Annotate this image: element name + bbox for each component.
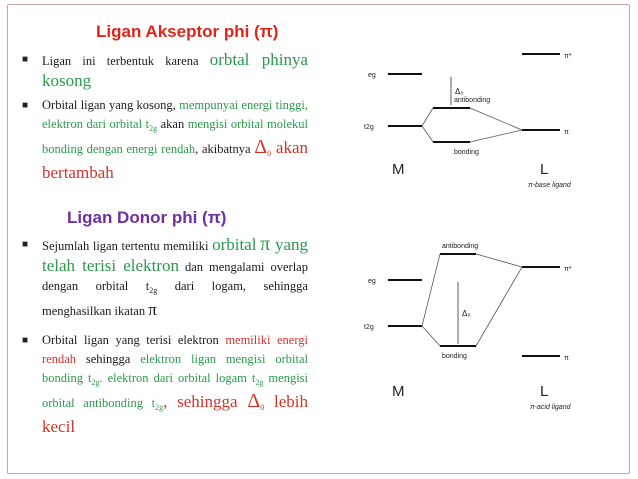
bullet-acceptor-2: ■ Orbital ligan yang kosong, mempunyai e… (22, 96, 308, 184)
text-run: , akibatnya (195, 142, 255, 156)
metal-label: M (392, 383, 405, 400)
correlation-line (469, 107, 523, 131)
correlation-line (421, 107, 434, 127)
bullet-text: Orbital ligan yang kosong, mempunyai ene… (42, 96, 308, 184)
mo-diagram-svg: Δ₀ eg t2g antibonding bonding π* π M L π… (364, 53, 572, 411)
caption-label: π-base ligand (528, 182, 572, 189)
text-run-green: orbtal phinya kosong (42, 50, 308, 90)
correlation-line (421, 325, 441, 347)
bullet-donor-2: ■ Orbital ligan yang terisi elektron mem… (22, 331, 308, 438)
mo-diagrams: Δ₀ eg t2g antibonding bonding π* π M L π… (330, 44, 612, 464)
bullet-text: Orbital ligan yang terisi elektron memil… (42, 331, 308, 438)
bullet-text: Ligan ini terbentuk karena orbtal phinya… (42, 50, 308, 92)
text-run-red: akan bertambah (42, 138, 309, 182)
pistar-label: π* (564, 53, 572, 60)
delta-label: Δ₀ (462, 309, 471, 318)
pi-symbol: π (148, 300, 157, 319)
title-acceptor: Ligan Akseptor phi (π) (96, 22, 279, 41)
subscript: 2g (155, 403, 164, 412)
bullet-text: Sejumlah ligan tertentu memiliki orbital… (42, 233, 309, 321)
metal-label: M (392, 161, 405, 178)
correlation-line (469, 129, 523, 143)
eg-label: eg (368, 72, 376, 79)
slide-frame (7, 4, 630, 474)
text-run: dari logam, sehingga menghasilkan ikatan (42, 279, 308, 318)
pi-symbol: π (260, 233, 271, 255)
diagram-pi-acid: Δ₀ eg t2g antibonding bonding π* π M L π… (364, 243, 572, 411)
delta-symbol: Δ (254, 136, 268, 158)
text-run-green: mempunyai energi tinggi, elektron dari o… (42, 98, 308, 131)
subscript: 0 (260, 403, 265, 412)
subscript: 2g (149, 124, 158, 133)
bullet-icon: ■ (22, 100, 29, 111)
text-run-red: , sehingga (163, 392, 248, 411)
subscript: 0 (267, 149, 272, 158)
bonding-label: bonding (454, 149, 479, 156)
delta-symbol: Δ (247, 390, 261, 412)
subscript: 2g (255, 378, 264, 387)
text-run: akan (157, 117, 188, 131)
antibonding-label: antibonding (454, 97, 490, 104)
bullet-icon: ■ (22, 335, 29, 346)
correlation-line (421, 125, 434, 143)
eg-label: eg (368, 278, 376, 285)
text-run-green: mengisi orbital molekul bonding dengan e… (42, 117, 308, 156)
correlation-line (475, 266, 523, 347)
text-run: Sejumlah ligan tertentu memiliki (42, 239, 213, 253)
ligand-label: L (540, 383, 548, 400)
t2g-label: t2g (364, 324, 374, 331)
text-run-red: lebih kecil (42, 392, 308, 436)
title-donor: Ligan Donor phi (π) (67, 208, 227, 227)
pi-label: π (564, 355, 569, 362)
text-run-green: mengisi orbital antibonding t (42, 371, 309, 410)
correlation-line (475, 253, 523, 268)
bullet-icon: ■ (22, 54, 29, 65)
delta-label: Δ₀ (455, 87, 464, 96)
text-run: dan mengalami overlap dengan orbital t (42, 260, 308, 293)
pistar-label: π* (564, 266, 572, 273)
text-run: sehingga (76, 352, 141, 366)
bullet-icon: ■ (22, 239, 29, 250)
t2g-label: t2g (364, 124, 374, 131)
text-run: Orbital ligan yang terisi elektron (42, 333, 226, 347)
diagram-pi-base: Δ₀ eg t2g antibonding bonding π* π M L π… (364, 53, 572, 189)
text-run-green: yang telah terisi elektron (42, 235, 309, 275)
antibonding-label: antibonding (442, 243, 478, 250)
text-run: Orbital ligan yang kosong, (42, 98, 180, 112)
text-run-green: orbital (212, 235, 257, 254)
bonding-label: bonding (442, 353, 467, 360)
subscript: 2g (91, 378, 100, 387)
text-run-red: memiliki energi rendah (42, 333, 308, 366)
pi-label: π (564, 129, 569, 136)
subscript: 2g (149, 286, 158, 295)
text-run-green: . elektron dari orbital logam t (99, 371, 256, 385)
text-run-green: elektron ligan mengisi orbital bonding t (42, 352, 308, 385)
caption-label: π-acid ligand (530, 404, 572, 411)
ligand-label: L (540, 161, 548, 178)
correlation-line (421, 253, 441, 327)
text-run: Ligan ini terbentuk karena (42, 54, 210, 68)
bullet-acceptor-1: ■ Ligan ini terbentuk karena orbtal phin… (22, 50, 308, 92)
bullet-donor-1: ■ Sejumlah ligan tertentu memiliki orbit… (22, 233, 309, 321)
